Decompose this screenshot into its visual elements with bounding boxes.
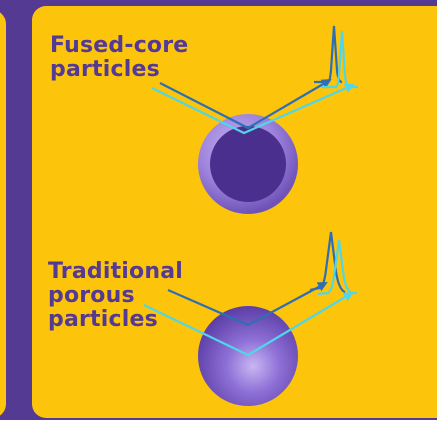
traditional-label: Traditional porous particles [48,260,183,332]
traditional-label-line2: porous [48,284,183,308]
fused-core-label: Fused-core particles [50,34,188,82]
fused-core-peak [314,26,358,87]
fused-core-label-line1: Fused-core [50,34,188,58]
traditional-label-line3: particles [48,308,183,332]
fused-core-label-line2: particles [50,58,188,82]
traditional-label-line1: Traditional [48,260,183,284]
porous-peak [310,232,357,294]
